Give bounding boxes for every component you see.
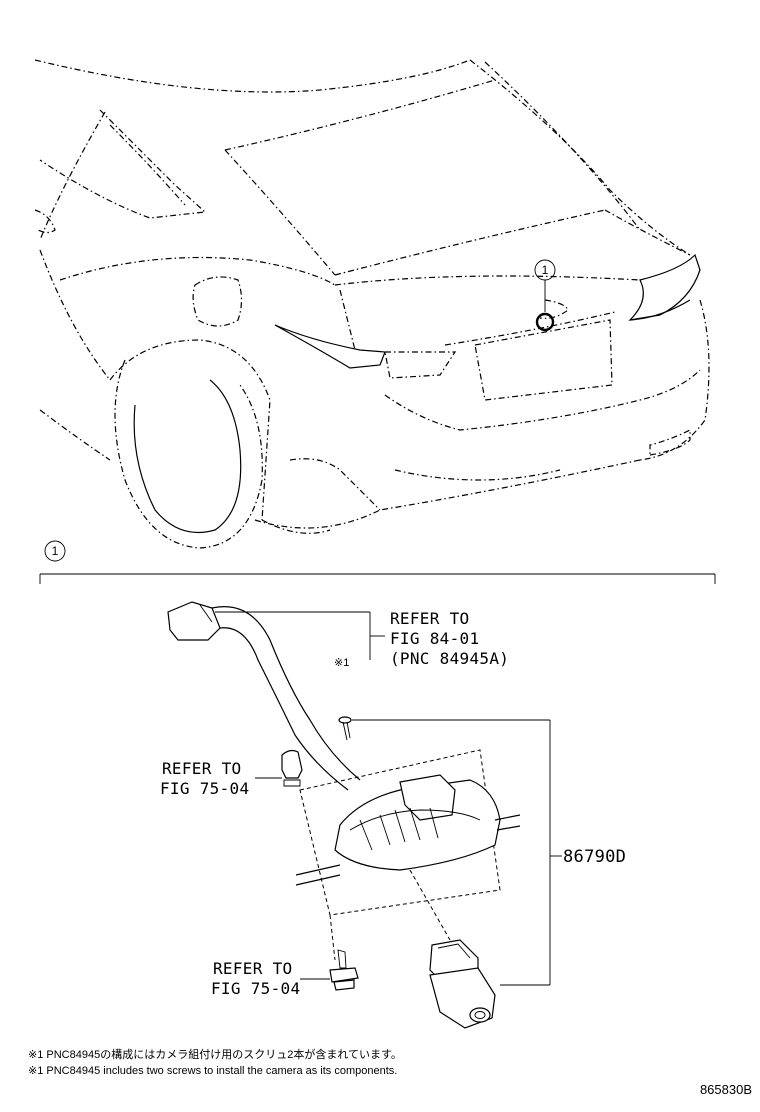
drawing-code: 865830B — [700, 1082, 752, 1097]
car-rear-illustration — [34, 59, 710, 549]
clip-ref-line1: REFER TO — [162, 759, 241, 778]
clip-ref-line2[interactable]: FIG 75-04 — [160, 779, 249, 798]
clip-reference[interactable]: REFER TO FIG 75-04 — [160, 759, 249, 798]
footnote-english: ※1 PNC84945 includes two screws to insta… — [28, 1065, 397, 1077]
footnotes: ※1 PNC84945の構成にはカメラ組付け用のスクリュ2本が含まれています。 … — [28, 1047, 402, 1077]
bolt-reference[interactable]: REFER TO FIG 75-04 — [211, 959, 300, 998]
bolt-ref-line1: REFER TO — [213, 959, 292, 978]
section-header: 1 — [39, 540, 716, 584]
callout-number: 1 — [542, 263, 549, 277]
wire-harness-connector — [167, 601, 361, 791]
section-number: 1 — [52, 544, 59, 558]
exploded-guide-lines — [299, 749, 501, 961]
harness-ref-line2[interactable]: FIG 84-01 — [390, 629, 479, 648]
camera-screw — [338, 716, 550, 741]
footnote-japanese: ※1 PNC84945の構成にはカメラ組付け用のスクリュ2本が含まれています。 — [28, 1047, 402, 1061]
bolt-ref-line2[interactable]: FIG 75-04 — [211, 979, 300, 998]
part-number-bracket — [500, 720, 562, 986]
harness-ref-mark: ※1 — [334, 657, 349, 669]
camera-bracket — [295, 774, 521, 886]
harness-ref-line1: REFER TO — [390, 609, 469, 628]
retainer-clip — [281, 749, 303, 787]
reference-leaders — [215, 611, 385, 980]
mounting-bolt — [329, 949, 359, 991]
harness-reference[interactable]: REFER TO FIG 84-01 (PNC 84945A) ※1 — [334, 609, 509, 669]
camera-location-callout: 1 — [534, 259, 556, 332]
part-number-label[interactable]: 86790D — [563, 847, 626, 867]
rear-view-camera — [429, 939, 496, 1029]
harness-ref-line3: (PNC 84945A) — [390, 649, 509, 668]
